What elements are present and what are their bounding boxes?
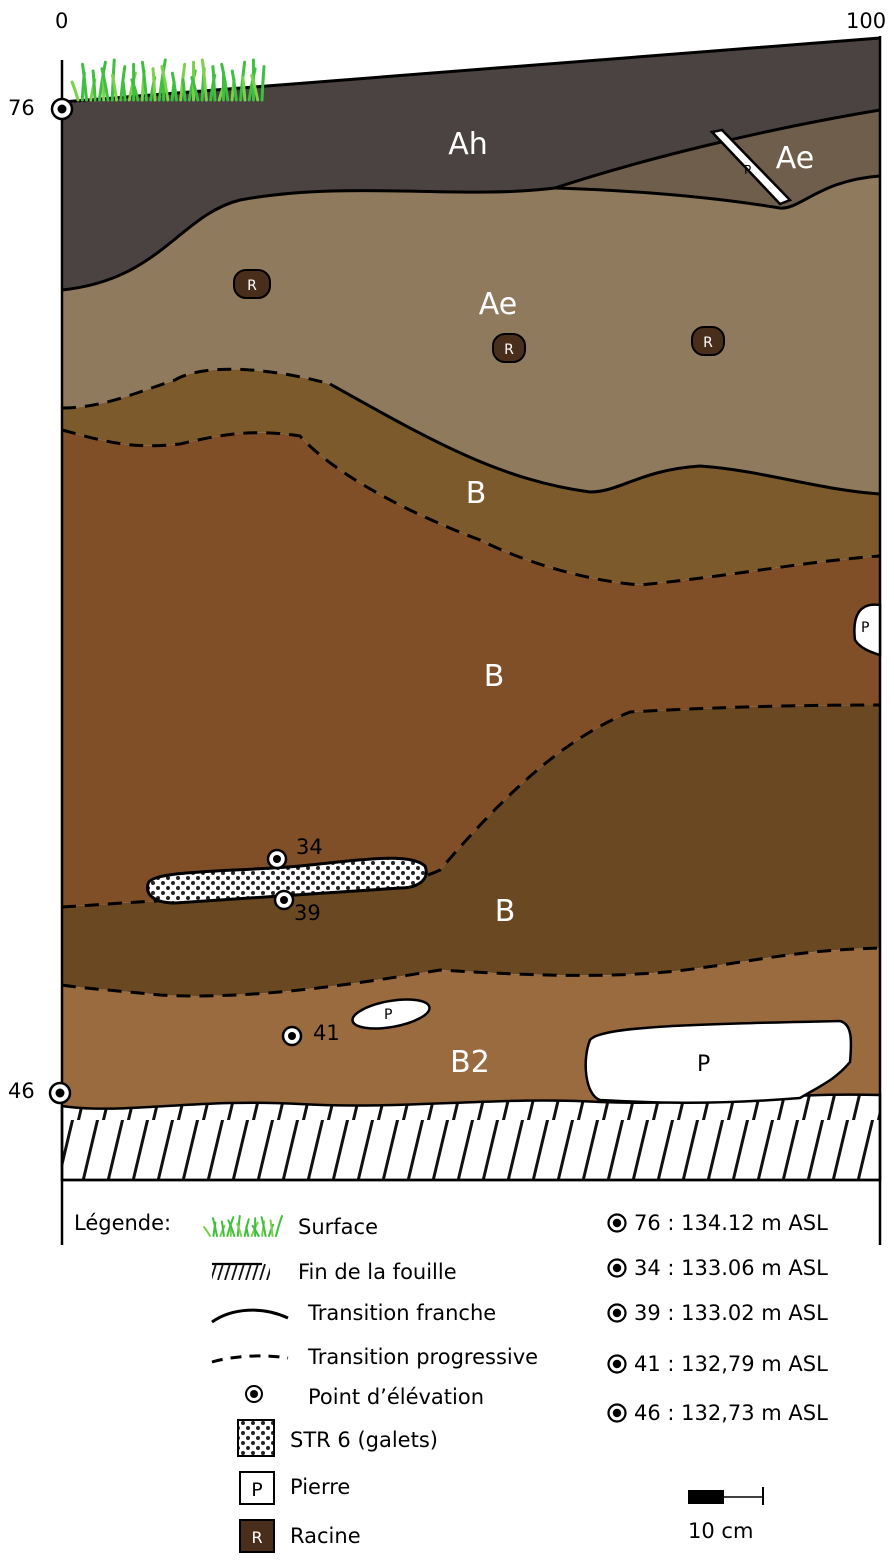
horizon-label-b2: B — [484, 659, 505, 694]
grass-icon — [204, 1216, 282, 1236]
elevation-row: 39 : 133.02 m ASL — [609, 1301, 829, 1325]
grass-blade — [262, 67, 264, 100]
horizon-label-b1: B — [466, 476, 487, 511]
pebbles-icon — [238, 1420, 274, 1456]
elevation-point-icon — [246, 1386, 262, 1402]
grass-blade — [72, 82, 78, 100]
svg-text:76 : 134.12 m ASL: 76 : 134.12 m ASL — [634, 1211, 828, 1235]
legend-root-label: Racine — [290, 1524, 361, 1548]
stone-large: P — [586, 1021, 851, 1103]
svg-text:P: P — [384, 1007, 392, 1023]
elevation-row: 76 : 134.12 m ASL — [609, 1211, 829, 1235]
legend-surface-label: Surface — [298, 1215, 378, 1239]
svg-text:46 : 132,73 m ASL: 46 : 132,73 m ASL — [634, 1401, 828, 1425]
grass-blade — [153, 69, 155, 100]
root-icon: R — [692, 327, 724, 355]
grass-blade — [123, 82, 125, 100]
grass-blade — [93, 71, 95, 100]
elevation-row: 41 : 132,79 m ASL — [609, 1352, 829, 1376]
svg-text:P: P — [744, 163, 751, 177]
elevation-list: 76 : 134.12 m ASL 34 : 133.06 m ASL 39 :… — [609, 1211, 829, 1425]
scale-bar — [688, 1487, 763, 1505]
grass-blade — [276, 1216, 282, 1236]
legend-title: Légende: — [74, 1211, 171, 1235]
grass-blade — [246, 1227, 248, 1236]
svg-text:76: 76 — [8, 96, 35, 120]
stone-icon: P — [240, 1472, 274, 1504]
root-icon: R — [493, 334, 525, 362]
svg-text:R: R — [703, 335, 713, 351]
grass-icon — [72, 60, 264, 100]
svg-text:R: R — [251, 1528, 262, 1547]
horizon-label-ae-upper: Ae — [776, 141, 814, 176]
dashed-line-icon — [212, 1356, 288, 1362]
elevation-marker-46: 46 — [8, 1079, 70, 1103]
grass-blade — [183, 80, 185, 100]
horizon-label-ae: Ae — [479, 287, 517, 322]
svg-text:P: P — [251, 1479, 262, 1501]
root-icon: R — [234, 270, 270, 298]
svg-text:41: 41 — [313, 1021, 340, 1045]
scale-bar-label: 10 cm — [688, 1519, 753, 1543]
solid-line-icon — [212, 1310, 288, 1322]
scale-label-left: 0 — [55, 9, 68, 33]
scale-label-right: 100 — [846, 9, 886, 33]
svg-text:39: 39 — [294, 901, 321, 925]
elevation-row: 46 : 132,73 m ASL — [609, 1401, 829, 1425]
svg-text:39 : 133.02 m ASL: 39 : 133.02 m ASL — [634, 1301, 828, 1325]
svg-text:46: 46 — [8, 1079, 35, 1103]
grass-blade — [213, 67, 215, 100]
legend: Légende: Surface Fin de la fouille Trans… — [74, 1211, 828, 1552]
legend-hatch-label: Fin de la fouille — [298, 1260, 457, 1284]
svg-text:P: P — [697, 1052, 710, 1077]
svg-text:34 : 133.06 m ASL: 34 : 133.06 m ASL — [634, 1256, 828, 1280]
elevation-row: 34 : 133.06 m ASL — [609, 1256, 829, 1280]
legend-point-label: Point d’élévation — [308, 1385, 484, 1409]
svg-text:41 : 132,79 m ASL: 41 : 132,79 m ASL — [634, 1352, 828, 1376]
grass-blade — [243, 78, 245, 100]
excavation-end-hatch — [62, 1095, 880, 1180]
horizon-layers — [62, 38, 880, 1109]
root-icon: R — [240, 1520, 274, 1552]
grass-blade — [271, 1220, 273, 1236]
grass-blade — [204, 1227, 210, 1236]
legend-sharp-label: Transition franche — [307, 1301, 496, 1325]
horizon-label-ah: Ah — [448, 127, 488, 162]
hatch-icon — [212, 1264, 270, 1280]
svg-text:34: 34 — [296, 835, 323, 859]
legend-gradual-label: Transition progressive — [307, 1345, 538, 1369]
legend-pebbles-label: STR 6 (galets) — [290, 1428, 438, 1452]
svg-text:P: P — [861, 620, 869, 636]
elevation-marker-76: 76 — [8, 96, 72, 120]
svg-text:R: R — [247, 278, 257, 294]
horizon-label-b2-lower: B2 — [450, 1045, 490, 1080]
svg-text:R: R — [504, 342, 514, 358]
horizon-label-b3: B — [495, 894, 516, 929]
legend-stone-label: Pierre — [290, 1475, 350, 1499]
